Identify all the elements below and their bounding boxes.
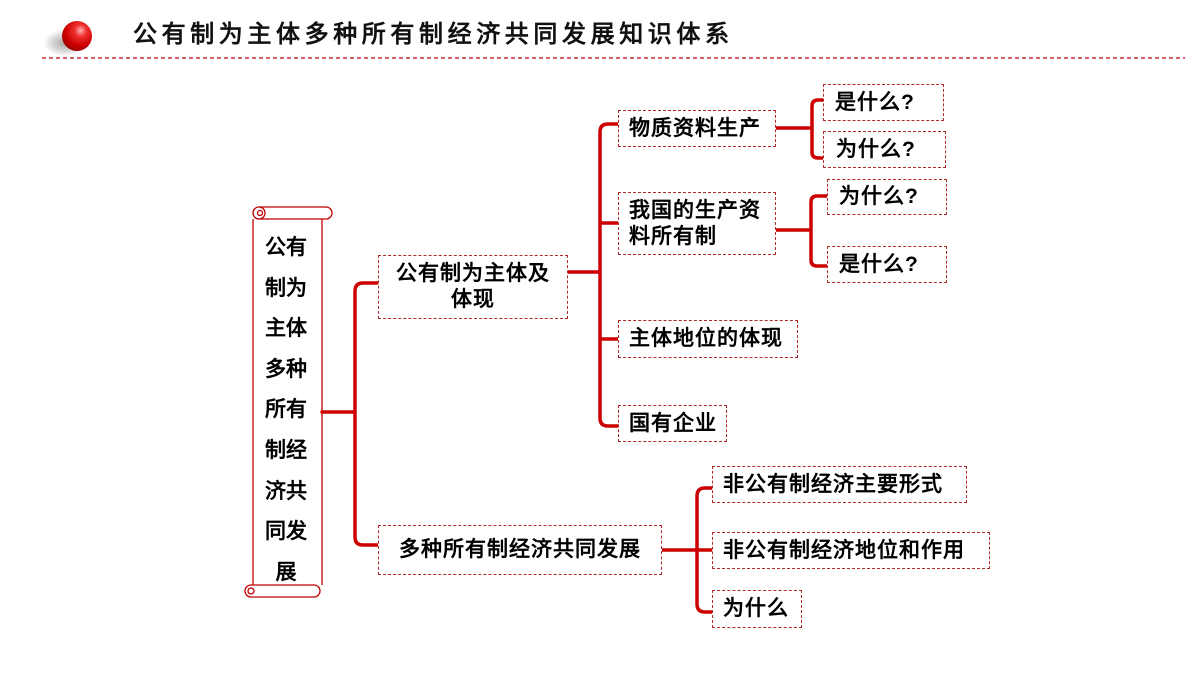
- root-line: 同发: [265, 520, 307, 544]
- node-label: 是什么?: [839, 252, 919, 276]
- node-label: 主体地位的体现: [629, 327, 783, 350]
- node-dominant-position: 主体地位的体现: [618, 320, 798, 358]
- node-non-public-role: 非公有制经济地位和作用: [712, 532, 990, 569]
- scroll-top-curl-inner: [256, 209, 264, 217]
- scroll-top-curl: [252, 206, 266, 220]
- connector-public: [566, 122, 620, 428]
- connector-material-production: [774, 98, 825, 160]
- node-state-enterprise: 国有企业: [618, 405, 727, 442]
- node-label: 物质资料生产: [629, 116, 761, 140]
- root-line: 制为: [265, 276, 307, 300]
- node-label: 为什么?: [839, 185, 919, 208]
- node-line: 体现: [451, 288, 495, 311]
- root-node-text: 公有 制为 主体 多种 所有 制经 济共 同发 展: [250, 228, 322, 593]
- node-material-why: 为什么?: [823, 131, 946, 168]
- node-label: 非公有制经济地位和作用: [723, 538, 965, 562]
- node-line: 我国的生产资: [629, 198, 761, 222]
- node-line: 公有制为主体及: [396, 262, 550, 285]
- root-line: 制经: [265, 438, 307, 462]
- node-label: 国有企业: [629, 411, 717, 435]
- node-material-what: 是什么?: [823, 84, 944, 121]
- scroll-top-roll: [259, 206, 333, 220]
- connector-ownership: [774, 194, 829, 268]
- red-sphere-icon: [62, 21, 92, 51]
- node-non-public-forms: 非公有制经济主要形式: [712, 466, 967, 503]
- root-line: 展: [275, 560, 297, 584]
- node-ownership-why: 为什么?: [827, 179, 947, 215]
- connector-root: [320, 281, 380, 547]
- node-public-ownership-dominant: 公有制为主体及 体现: [378, 255, 568, 319]
- page-title: 公有制为主体多种所有制经济共同发展知识体系: [133, 21, 734, 48]
- root-line: 公有: [265, 236, 307, 259]
- node-label: 非公有制经济主要形式: [723, 472, 943, 496]
- node-label: 为什么: [723, 597, 789, 620]
- node-label: 为什么?: [836, 137, 916, 161]
- node-line: 料所有制: [629, 224, 717, 248]
- node-label: 是什么?: [835, 90, 915, 114]
- root-line: 所有: [265, 398, 307, 422]
- node-label: 多种所有制经济共同发展: [399, 538, 641, 561]
- node-ownership-system: 我国的生产资 料所有制: [618, 192, 776, 255]
- node-ownership-what: 是什么?: [827, 246, 947, 283]
- node-material-production: 物质资料生产: [618, 110, 776, 147]
- node-multiple-ownership: 多种所有制经济共同发展: [378, 525, 662, 575]
- root-line: 多种: [265, 357, 307, 381]
- root-line: 主体: [265, 317, 307, 341]
- connector-multi: [660, 486, 714, 614]
- root-line: 济共: [265, 479, 307, 503]
- node-multi-why: 为什么: [712, 590, 802, 628]
